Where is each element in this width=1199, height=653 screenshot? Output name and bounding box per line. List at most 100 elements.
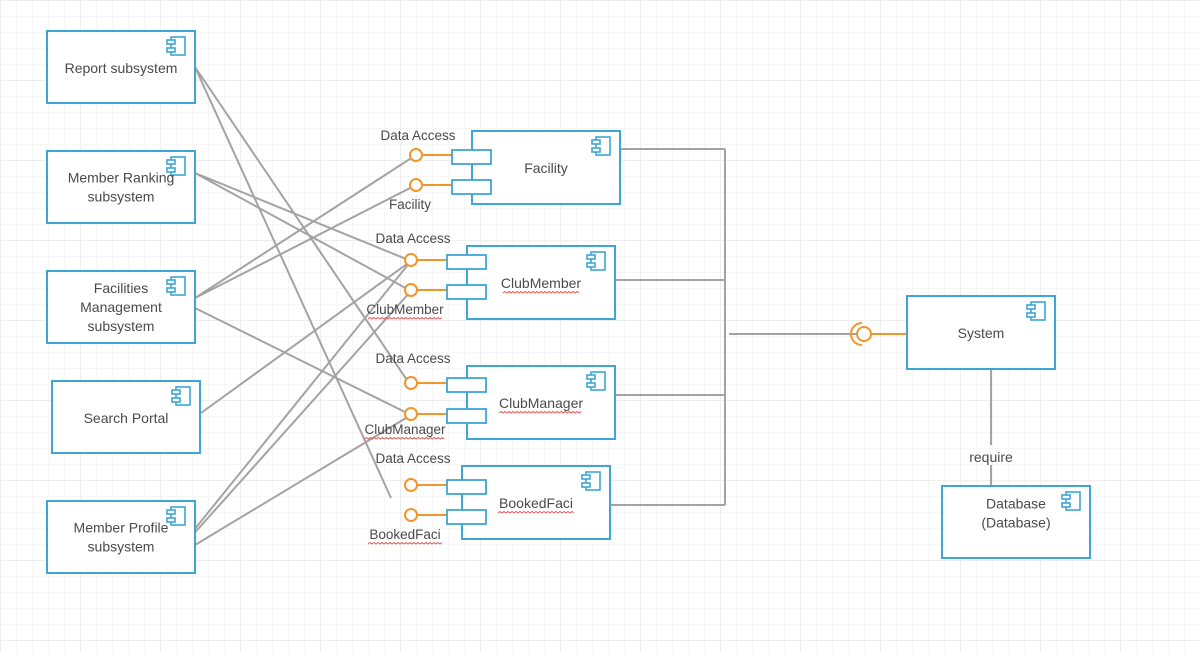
interface-clubmember [404, 283, 418, 297]
component-facility-name: Facility [524, 160, 568, 176]
component-icon [586, 371, 606, 391]
spellcheck-underline [367, 316, 443, 320]
icon-tab-bottom [581, 482, 591, 488]
component-facmgmt-label: subsystem [88, 318, 155, 334]
icon-tab-bottom [166, 517, 176, 523]
dependency-label: require [969, 449, 1013, 465]
connector-line [189, 290, 412, 539]
component-search [51, 380, 201, 454]
icon-tab-bottom [166, 47, 176, 53]
interface-data-access [409, 148, 423, 162]
component-clubmember-name: ClubMember [501, 275, 581, 291]
component-facmgmt-label: Facilities [94, 280, 148, 296]
icon-tab-top [586, 254, 596, 260]
connector-line [200, 260, 412, 414]
icon-tab-bottom [586, 382, 596, 388]
component-ranking [46, 150, 196, 224]
port-top [446, 254, 487, 270]
component-search-label: Search Portal [84, 410, 169, 426]
component-system-label: System [958, 325, 1005, 341]
spellcheck-underline [502, 290, 580, 294]
icon-tab-bottom [1061, 502, 1071, 508]
port-label-data-access: Data Access [375, 451, 450, 466]
interface-clubmanager [404, 407, 418, 421]
spellcheck-underline [367, 541, 443, 545]
component-facmgmt [46, 270, 196, 344]
component-profile-label: subsystem [88, 539, 155, 555]
interface-facility [409, 178, 423, 192]
connector-line [194, 66, 412, 387]
component-ranking-label: subsystem [88, 189, 155, 205]
interface-data-access [404, 253, 418, 267]
component-icon [581, 471, 601, 491]
component-clubmember [446, 245, 616, 320]
interface-data-access [404, 478, 418, 492]
system-interface-ball [856, 326, 872, 342]
icon-tab-top [1061, 494, 1071, 500]
icon-tab-top [1026, 304, 1036, 310]
component-icon [166, 156, 186, 176]
component-icon [166, 36, 186, 56]
icon-tab-top [586, 374, 596, 380]
port-top [446, 377, 487, 393]
spellcheck-underline [497, 510, 575, 514]
icon-tab-bottom [586, 262, 596, 268]
icon-tab-top [166, 39, 176, 45]
port-label-bookedfaci: BookedFaci [369, 527, 440, 542]
connector-line [194, 184, 417, 299]
component-database [941, 485, 1091, 559]
connector-line [189, 260, 412, 536]
component-database-label: (Database) [981, 515, 1050, 531]
port-label-clubmanager: ClubManager [364, 422, 446, 437]
port-label-data-access: Data Access [375, 351, 450, 366]
component-icon [166, 276, 186, 296]
component-facmgmt-label: Management [80, 299, 162, 315]
component-icon [591, 136, 611, 156]
icon-tab-top [166, 279, 176, 285]
connector-line [194, 66, 392, 499]
icon-tab-top [581, 474, 591, 480]
component-clubmanager-name: ClubManager [499, 395, 583, 411]
port-bottom [451, 179, 492, 195]
connector-line [194, 154, 417, 299]
icon-tab-top [591, 139, 601, 145]
connector-line [194, 172, 412, 262]
icon-tab-top [166, 159, 176, 165]
interface-data-access [404, 376, 418, 390]
component-system [906, 295, 1056, 370]
port-label-clubmember: ClubMember [366, 302, 444, 317]
port-label-data-access: Data Access [380, 128, 455, 143]
interface-bookedfaci [404, 508, 418, 522]
port-label-data-access: Data Access [375, 231, 450, 246]
port-bottom [446, 284, 487, 300]
component-icon [166, 506, 186, 526]
icon-tab-bottom [171, 397, 181, 403]
component-profile [46, 500, 196, 574]
component-icon [1061, 491, 1081, 511]
connector-line [194, 307, 412, 416]
component-clubmanager [446, 365, 616, 440]
component-database-label: Database [986, 496, 1046, 512]
spellcheck-underline [498, 410, 582, 414]
component-facility [451, 130, 621, 205]
port-label-facility: Facility [389, 197, 431, 212]
component-ranking-label: Member Ranking [68, 170, 175, 186]
icon-tab-bottom [591, 147, 601, 153]
icon-tab-bottom [166, 167, 176, 173]
spellcheck-underline [364, 436, 445, 440]
connector-line [194, 172, 412, 292]
component-report-label: Report subsystem [65, 60, 178, 76]
icon-tab-top [166, 509, 176, 515]
component-bookedfaci [446, 465, 611, 540]
icon-tab-bottom [166, 287, 176, 293]
component-report [46, 30, 196, 104]
component-icon [586, 251, 606, 271]
component-profile-label: Member Profile [74, 520, 169, 536]
port-bottom [446, 509, 487, 525]
system-socket [850, 322, 863, 346]
port-top [446, 479, 487, 495]
connector-line [194, 414, 412, 546]
component-icon [171, 386, 191, 406]
port-bottom [446, 408, 487, 424]
